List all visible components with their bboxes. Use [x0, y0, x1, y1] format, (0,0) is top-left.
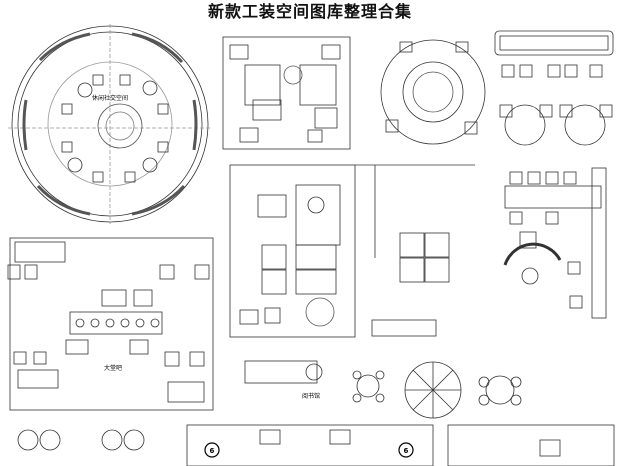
office-cluster-plan-2 — [229, 164, 356, 338]
bottom-plans — [17, 424, 615, 466]
badge-number-1: 6 — [210, 447, 215, 455]
lobby-bar-plan — [7, 237, 214, 411]
round-table-plan — [380, 39, 486, 145]
number-badge — [398, 442, 414, 458]
reading-room-label: 阅书馆 — [302, 392, 320, 400]
badge-number-2: 6 — [404, 447, 409, 455]
workstation-plan — [355, 164, 562, 337]
number-badge — [204, 442, 220, 458]
reading-room-plan — [244, 360, 522, 419]
bar-counter-plan — [504, 167, 607, 319]
booth-seating-plan — [494, 30, 614, 146]
page-title: 新款工装空间图库整理合集 — [207, 2, 412, 21]
planter-tree-icon — [305, 297, 335, 327]
office-cluster-plan-1 — [222, 36, 351, 150]
round-lounge-plan — [8, 24, 212, 224]
lounge-label: 休闲社交空间 — [92, 94, 128, 102]
lobby-bar-label: 大堂吧 — [104, 364, 122, 372]
planter-tree-icon — [97, 103, 143, 149]
